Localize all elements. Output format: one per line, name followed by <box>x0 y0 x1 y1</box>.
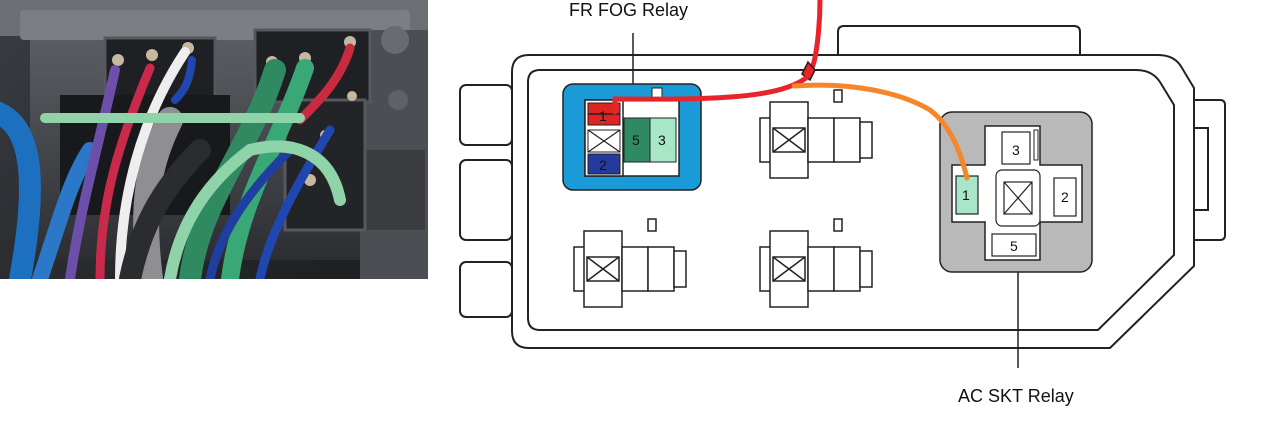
relay-socket-top-middle <box>759 89 873 179</box>
fr-fog-relay: 1 2 5 3 <box>562 83 702 191</box>
relay-socket-bottom-left <box>573 218 687 308</box>
wiring-photo <box>0 0 428 279</box>
fr-fog-relay-label: FR FOG Relay <box>569 0 688 20</box>
ac-skt-relay-label: AC SKT Relay <box>958 386 1074 406</box>
fr-fog-pin-2: 2 <box>599 157 607 173</box>
red-wire-to-fr-fog-pin-1 <box>612 75 809 115</box>
fr-fog-pin-1: 1 <box>599 108 607 124</box>
red-wire-feed <box>807 0 823 77</box>
relay-box-diagram: FR FOG Relay 1 2 5 3 <box>459 0 1226 406</box>
ac-skt-relay: 3 2 5 1 <box>939 111 1093 273</box>
fr-fog-pin-5: 5 <box>632 132 640 148</box>
fr-fog-pin-3: 3 <box>658 132 666 148</box>
relay-socket-bottom-middle <box>759 218 873 308</box>
orange-wire-to-ac-skt-pin-1 <box>791 82 970 181</box>
wire-splice-connector <box>801 60 816 82</box>
ac-skt-pin-3: 3 <box>1012 142 1020 158</box>
ac-skt-pin-5: 5 <box>1010 238 1018 254</box>
ac-skt-pin-2: 2 <box>1061 189 1069 205</box>
ac-skt-pin-1: 1 <box>962 187 970 203</box>
